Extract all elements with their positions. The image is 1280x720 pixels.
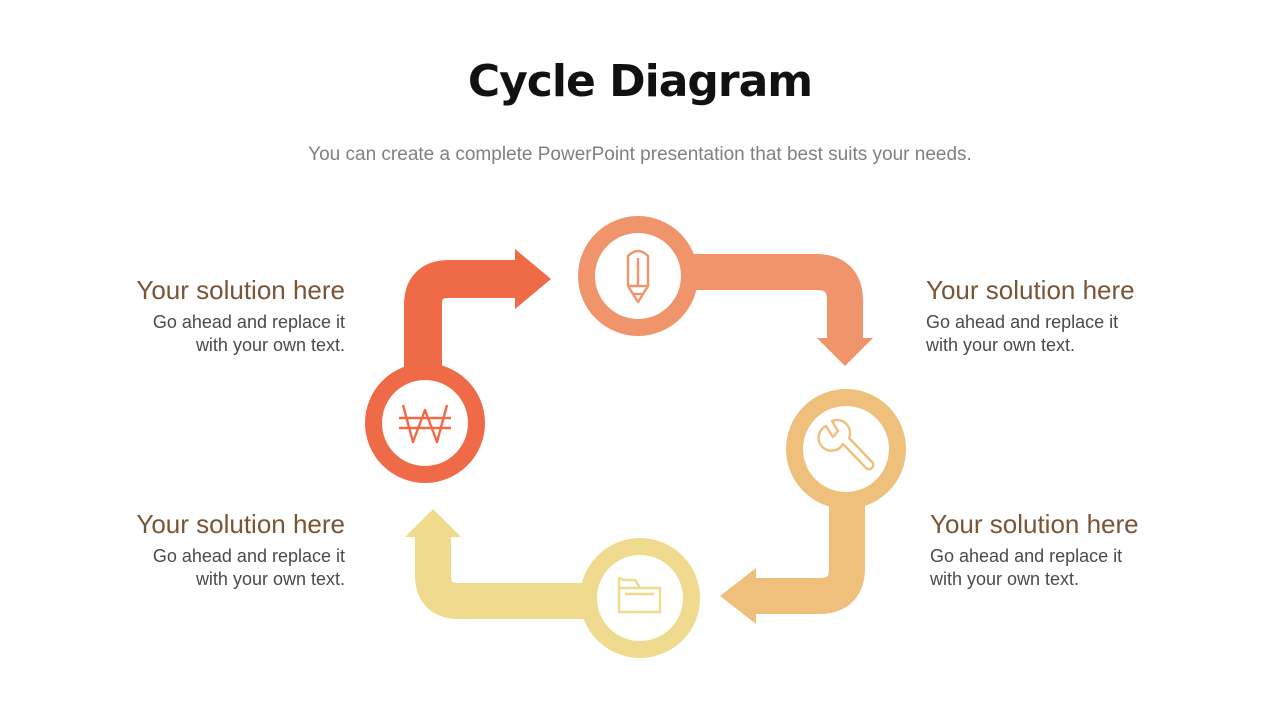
cycle-arrow-4 [405, 509, 585, 619]
cycle-node-2 [578, 216, 698, 336]
cycle-arrow-1-shaft [404, 260, 520, 368]
pencil-icon [626, 249, 650, 304]
cycle-arrow-3 [720, 505, 865, 624]
cycle-arrow-3-shaft [752, 505, 865, 614]
solution-body: Go ahead and replace it with your own te… [930, 545, 1190, 591]
solution-body-line-1: Go ahead and replace it [152, 312, 345, 332]
cycle-node-3 [786, 389, 906, 509]
solution-body-line-1: Go ahead and replace it [926, 312, 1119, 332]
cycle-arrow-1 [404, 249, 551, 368]
solution-body-line-1: Go ahead and replace it [152, 546, 345, 566]
folder-icon [617, 576, 662, 614]
solution-heading: Your solution here [926, 275, 1135, 305]
solution-block-bottom-right: Your solution here Go ahead and replace … [930, 509, 1190, 591]
cycle-arrow-2-shaft [690, 254, 863, 340]
cycle-arrow-3-head [720, 568, 756, 624]
solution-body-line-2: with your own text. [926, 335, 1076, 355]
cycle-arrow-2-head [817, 338, 873, 366]
won-sign-icon [399, 404, 451, 444]
solution-body: Go ahead and replace it with your own te… [926, 311, 1186, 357]
solution-body-line-1: Go ahead and replace it [930, 546, 1123, 566]
cycle-node-1 [365, 363, 485, 483]
solution-body-line-2: with your own text. [930, 569, 1080, 589]
wrench-icon [817, 418, 875, 471]
cycle-arrow-4-shaft [415, 532, 585, 619]
solution-block-top-right: Your solution here Go ahead and replace … [926, 275, 1186, 357]
cycle-arrow-4-head [405, 509, 461, 537]
solution-block-bottom-left: Your solution here Go ahead and replace … [85, 509, 345, 591]
cycle-arrow-2 [690, 254, 873, 366]
solution-body-line-2: with your own text. [195, 335, 345, 355]
solution-body-line-2: with your own text. [195, 569, 345, 589]
cycle-arrow-1-head [515, 249, 551, 309]
solution-heading: Your solution here [136, 275, 345, 305]
solution-block-top-left: Your solution here Go ahead and replace … [85, 275, 345, 357]
page-subtitle: You can create a complete PowerPoint pre… [308, 144, 972, 165]
solution-heading: Your solution here [136, 509, 345, 539]
solution-body: Go ahead and replace it with your own te… [85, 311, 345, 357]
cycle-node-4 [580, 538, 700, 658]
solution-body: Go ahead and replace it with your own te… [85, 545, 345, 591]
page-title: Cycle Diagram [467, 56, 813, 107]
solution-heading: Your solution here [930, 509, 1139, 539]
